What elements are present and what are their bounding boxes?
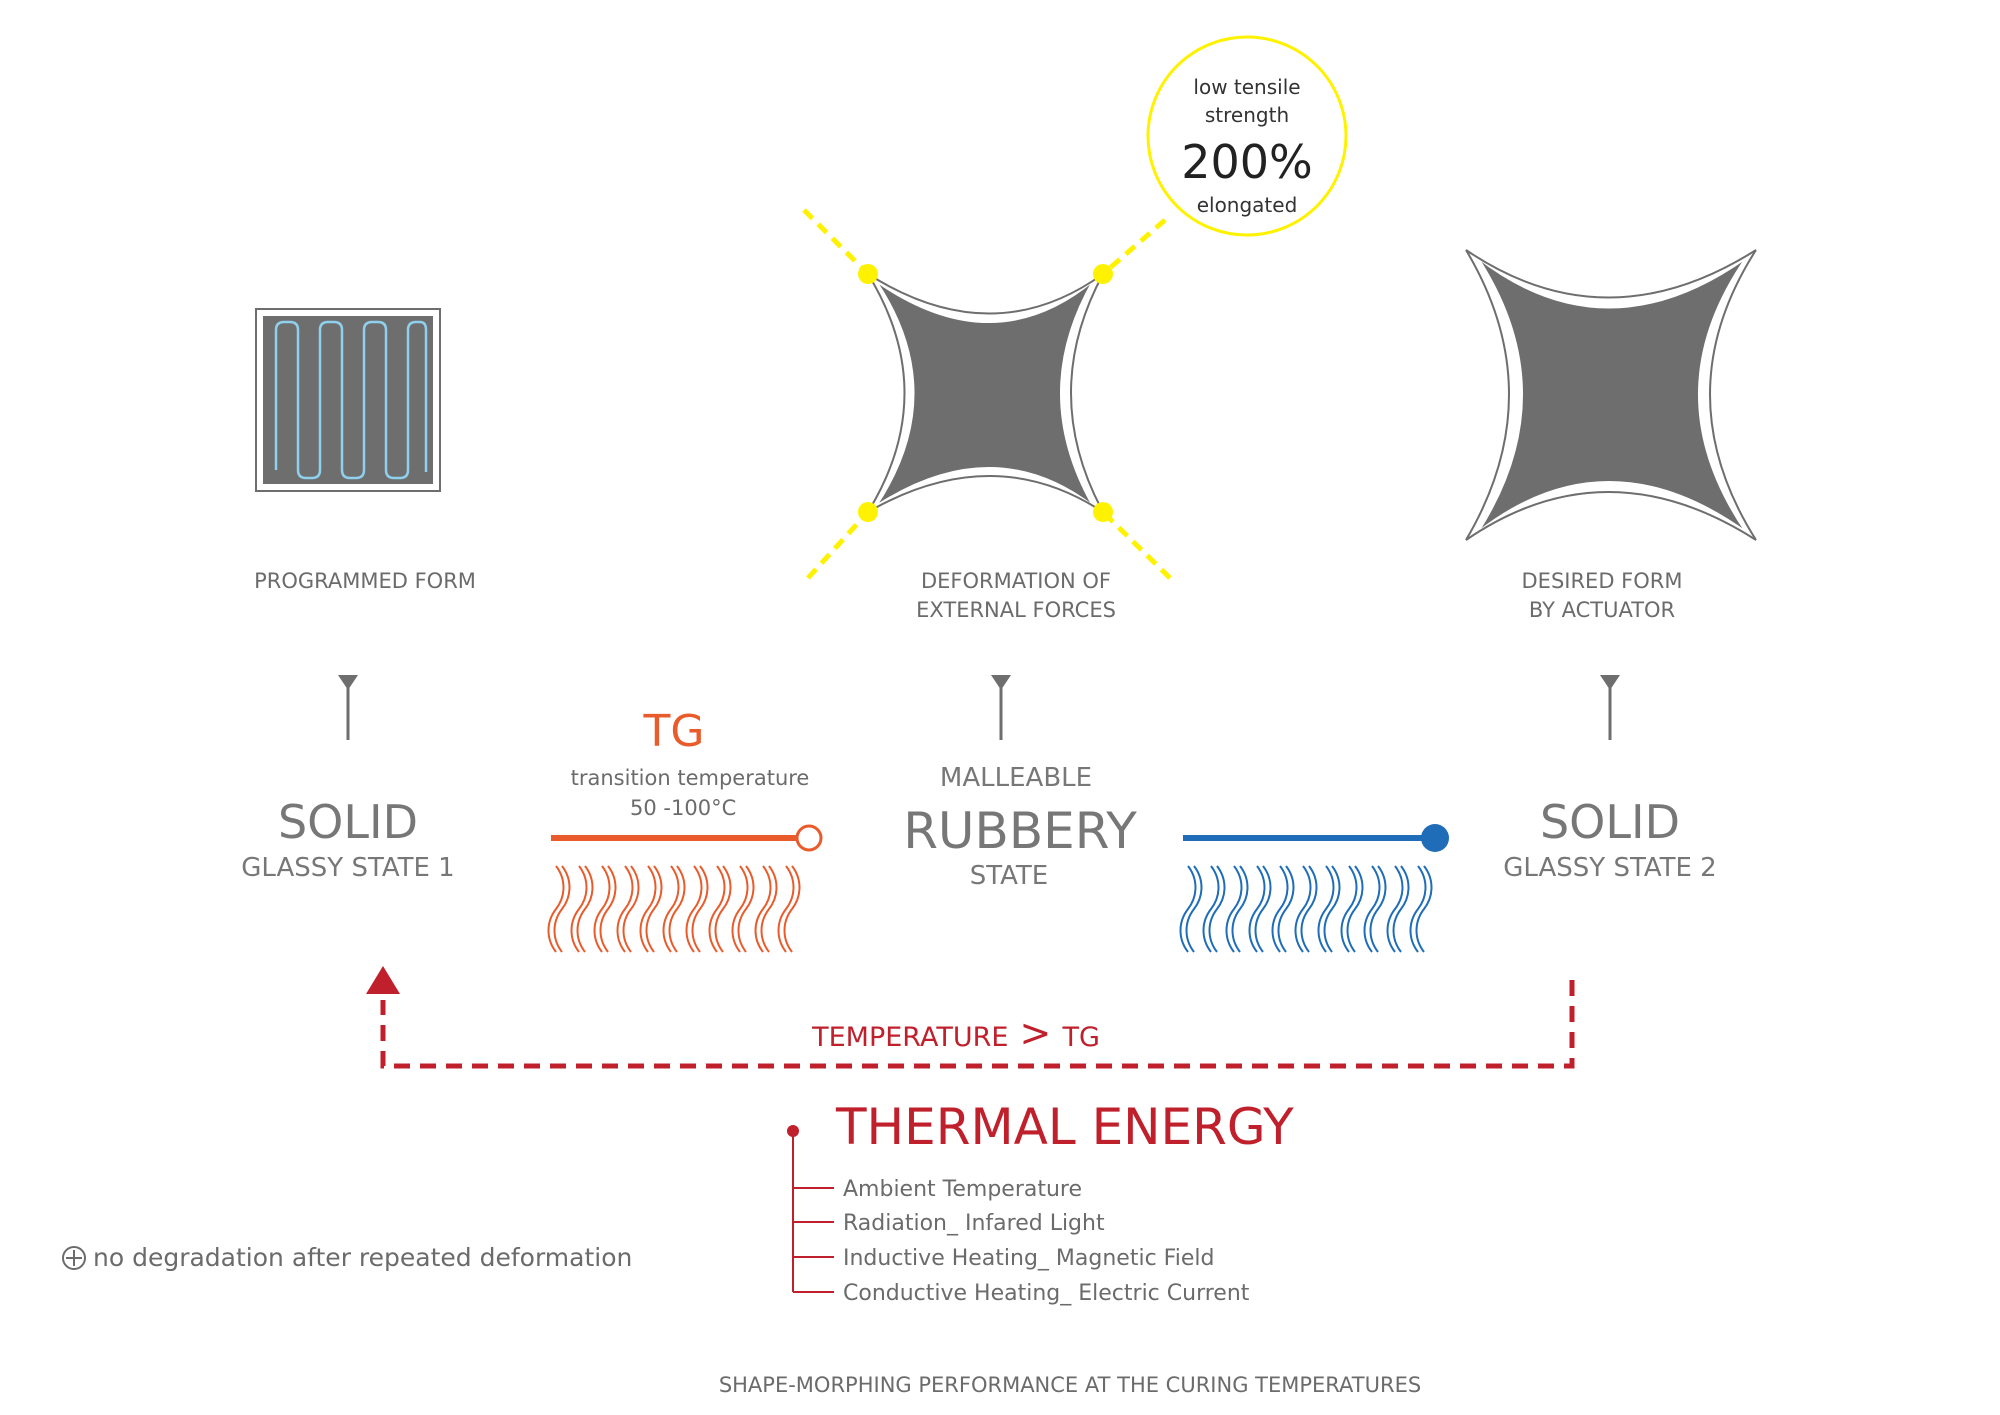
cool-waves-icon <box>1179 865 1433 953</box>
callout-line1: low tensile <box>1193 75 1300 99</box>
thermal-item-4: Conductive Heating_ Electric Current <box>843 1281 1250 1306</box>
connector-pins <box>338 675 1620 740</box>
programmed-form-label: PROGRAMMED FORM <box>254 569 476 593</box>
thermal-title: THERMAL ENERGY <box>835 1098 1294 1156</box>
loop-label: TEMPERATURE > TG <box>811 1011 1100 1055</box>
deformation-graphic <box>802 208 1172 580</box>
callout-value: 200% <box>1181 135 1313 189</box>
rubbery-sub: STATE <box>970 861 1048 891</box>
yellow-force-lines <box>802 208 1172 580</box>
rubbery-pre: MALLEABLE <box>940 763 1092 793</box>
tg-desc: transition temperature <box>571 766 810 790</box>
desired-form-label-1: DESIRED FORM <box>1522 569 1683 593</box>
arrow-up-icon <box>366 966 400 994</box>
recovery-loop <box>366 966 1575 1069</box>
figure-caption: SHAPE-MORPHING PERFORMANCE AT THE CURING… <box>719 1373 1421 1397</box>
thermal-item-2: Radiation_ Infared Light <box>843 1211 1105 1236</box>
tg-range: 50 -100°C <box>630 796 736 820</box>
programmed-form-graphic <box>255 308 441 492</box>
rubbery-title: RUBBERY <box>903 802 1137 860</box>
heat-waves-icon <box>547 865 801 953</box>
note-text: no degradation after repeated deformatio… <box>93 1243 632 1272</box>
thermal-item-3: Inductive Heating_ Magnetic Field <box>843 1246 1214 1271</box>
tg-title: TG <box>643 706 705 757</box>
cooling-indicator <box>1183 824 1449 852</box>
heating-indicator <box>551 824 823 852</box>
elongation-callout: low tensile strength 200% elongated <box>1146 35 1348 237</box>
thermal-item-1: Ambient Temperature <box>843 1177 1082 1202</box>
plus-circle-icon <box>62 1246 86 1270</box>
desired-form-label-2: BY ACTUATOR <box>1529 598 1675 622</box>
anchor-points <box>858 264 1113 522</box>
callout-line2: strength <box>1205 103 1289 127</box>
solid1-sub: GLASSY STATE 1 <box>241 853 454 883</box>
solid2-sub: GLASSY STATE 2 <box>1503 853 1716 883</box>
deformation-label-1: DEFORMATION OF <box>921 569 1111 593</box>
desired-form-graphic <box>1465 249 1757 541</box>
coil-icon <box>274 320 428 480</box>
solid2-title: SOLID <box>1540 795 1680 849</box>
thermal-energy-tree <box>787 1125 834 1293</box>
callout-line3: elongated <box>1197 193 1298 217</box>
deformation-label-2: EXTERNAL FORCES <box>916 598 1116 622</box>
solid1-title: SOLID <box>278 795 418 849</box>
